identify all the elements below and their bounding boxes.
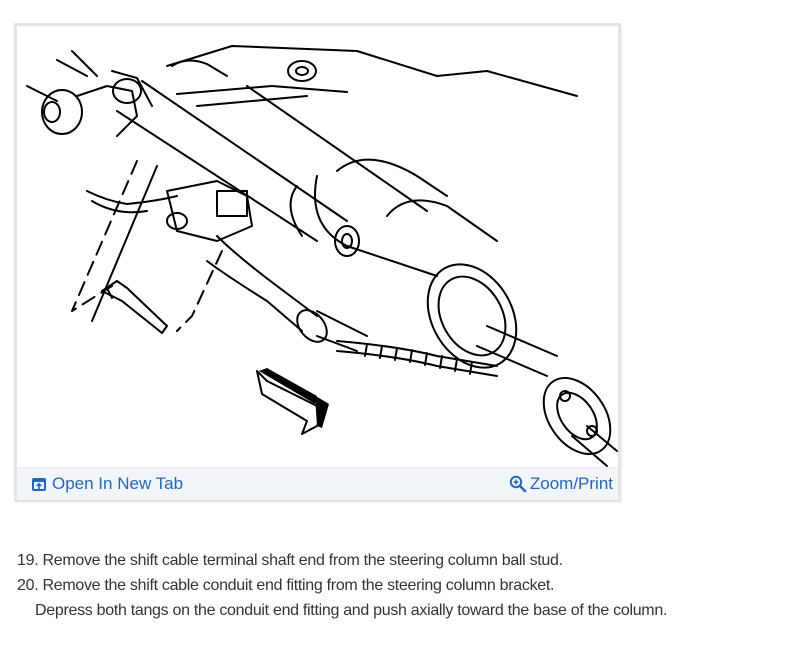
diagram-drawing [26,45,618,467]
open-new-tab-icon [32,477,46,491]
open-in-new-tab-label: Open In New Tab [52,474,184,493]
steering-column-diagram[interactable] [17,26,618,467]
step-19: 19. Remove the shift cable terminal shaf… [17,552,563,569]
open-in-new-tab-link[interactable]: Open In New Tab [32,474,183,494]
zoom-in-icon [509,475,527,493]
zoom-print-link[interactable]: Zoom/Print [509,474,613,494]
figure-toolbar: Open In New Tab Zoom/Print [17,467,618,500]
zoom-print-label: Zoom/Print [529,474,613,493]
step-20: 20. Remove the shift cable conduit end f… [17,577,555,594]
figure-frame: Open In New Tab Zoom/Print [14,23,621,502]
step-20-detail: Depress both tangs on the conduit end fi… [35,602,668,619]
instruction-steps: 19. Remove the shift cable terminal shaf… [17,548,786,623]
